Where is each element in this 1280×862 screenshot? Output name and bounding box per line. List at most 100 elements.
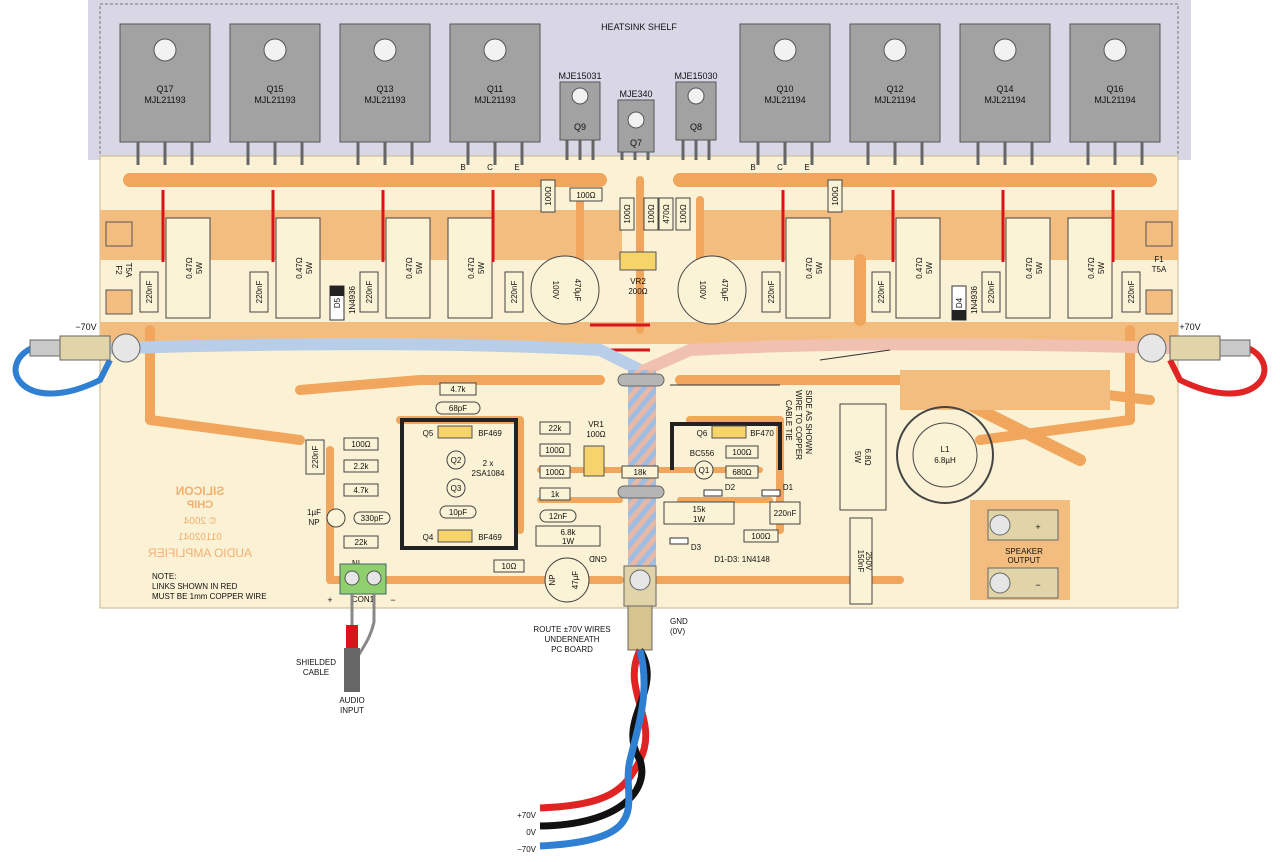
svg-text:BF469: BF469	[478, 429, 502, 438]
svg-text:470µF: 470µF	[573, 279, 582, 302]
svg-text:5W: 5W	[1097, 262, 1106, 274]
svg-text:1W: 1W	[693, 515, 705, 524]
svg-text:470µF: 470µF	[720, 279, 729, 302]
svg-text:220nF: 220nF	[1127, 281, 1136, 304]
svg-text:100Ω: 100Ω	[545, 446, 564, 455]
svg-text:100Ω: 100Ω	[576, 191, 595, 200]
svg-text:SPEAKER: SPEAKER	[1005, 547, 1043, 556]
svg-text:0.47Ω: 0.47Ω	[467, 257, 476, 279]
cable-tie-1	[617, 373, 665, 387]
shielded-audio-cable: SHIELDED CABLE AUDIO INPUT	[296, 594, 376, 715]
svg-text:D2: D2	[725, 483, 736, 492]
svg-text:F1: F1	[1154, 255, 1164, 264]
svg-text:PC BOARD: PC BOARD	[551, 645, 593, 654]
svg-text:GND: GND	[670, 617, 688, 626]
board-copper-markings: SILICON CHIP © 2004 01102041 AUDIO AMPLI…	[148, 484, 252, 560]
svg-text:100Ω: 100Ω	[647, 204, 656, 223]
svg-text:5W: 5W	[815, 262, 824, 274]
svg-text:MJL21194: MJL21194	[984, 95, 1025, 105]
svg-text:Q3: Q3	[451, 484, 462, 493]
emitter-resistors-right: 0.47Ω 5W 0.47Ω 5W 0.47Ω 5W 0.47Ω 5W	[785, 217, 1113, 319]
svg-text:0.47Ω: 0.47Ω	[805, 257, 814, 279]
svg-text:220nF: 220nF	[255, 281, 264, 304]
svg-text:Q10: Q10	[776, 84, 793, 94]
electrolytic-cap-left: 100V 470µF	[530, 255, 600, 325]
svg-text:100Ω: 100Ω	[544, 186, 553, 205]
driver-resistors: 100Ω 100Ω 100Ω 100Ω 470Ω 100Ω 100Ω	[540, 179, 843, 231]
svg-text:2 x: 2 x	[483, 459, 494, 468]
transistor-q12: Q12 MJL21194	[849, 23, 941, 143]
svg-text:MJL21194: MJL21194	[874, 95, 915, 105]
svg-text:6.8Ω: 6.8Ω	[863, 448, 872, 465]
svg-text:0.47Ω: 0.47Ω	[185, 257, 194, 279]
svg-text:330pF: 330pF	[361, 514, 384, 523]
transistor-q15: Q15 MJL21193	[229, 23, 321, 143]
svg-text:0.47Ω: 0.47Ω	[915, 257, 924, 279]
q10-c-label: C	[777, 163, 783, 172]
ground-terminal: ROUTE ±70V WIRES UNDERNEATH PC BOARD GND…	[533, 565, 688, 654]
svg-text:Q12: Q12	[886, 84, 903, 94]
svg-text:F2: F2	[114, 265, 123, 275]
transistor-q14: Q14 MJL21194	[959, 23, 1051, 143]
svg-text:CABLE: CABLE	[303, 668, 329, 677]
svg-text:VR2: VR2	[630, 277, 646, 286]
negative-supply-terminal: −70V	[12, 322, 141, 397]
svg-text:MJE15031: MJE15031	[558, 71, 601, 81]
svg-text:5W: 5W	[305, 262, 314, 274]
svg-text:MJL21194: MJL21194	[764, 95, 805, 105]
svg-text:5W: 5W	[415, 262, 424, 274]
heatsink-label: HEATSINK SHELF	[601, 22, 677, 32]
fuse-f2: F2 T5A	[105, 221, 133, 315]
svg-text:200Ω: 200Ω	[628, 287, 647, 296]
output-transistors-right: Q10 MJL21194 Q12 MJL21194 Q14 MJL21194 Q…	[739, 23, 1161, 143]
transistor-q16: Q16 MJL21194	[1069, 23, 1161, 143]
svg-text:OUTPUT: OUTPUT	[1008, 556, 1041, 565]
svg-text:0V: 0V	[526, 828, 536, 837]
svg-text:ROUTE ±70V WIRES: ROUTE ±70V WIRES	[533, 625, 610, 634]
svg-text:−: −	[390, 595, 395, 605]
svg-text:15k: 15k	[693, 505, 707, 514]
svg-text:4.7k: 4.7k	[353, 486, 369, 495]
svg-text:Q6: Q6	[697, 429, 708, 438]
svg-text:MJE340: MJE340	[619, 89, 652, 99]
svg-text:5W: 5W	[1035, 262, 1044, 274]
svg-text:LINKS SHOWN IN RED: LINKS SHOWN IN RED	[152, 582, 238, 591]
emitter-resistors-left: 0.47Ω 5W 0.47Ω 5W 0.47Ω 5W 0.47Ω 5W	[165, 217, 493, 319]
input-connector-con1: IN CON1 + −	[327, 558, 395, 605]
svg-text:250V: 250V	[864, 552, 873, 571]
svg-text:0.47Ω: 0.47Ω	[405, 257, 414, 279]
twisted-power-lead: +70V 0V −70V	[517, 648, 651, 854]
svg-text:MJE15030: MJE15030	[674, 71, 717, 81]
transistor-q11: Q11 MJL21193	[449, 23, 541, 143]
svg-text:Q17: Q17	[156, 84, 173, 94]
svg-text:NP: NP	[308, 518, 319, 527]
svg-text:Q7: Q7	[630, 138, 642, 148]
diode-d4: D4 1N4936	[951, 285, 979, 321]
q11-b-label: B	[460, 163, 465, 172]
speaker-output-terminals: + − SPEAKER OUTPUT	[987, 509, 1059, 599]
svg-text:5W: 5W	[925, 262, 934, 274]
plus-70v-label: +70V	[1179, 322, 1200, 332]
svg-text:BF470: BF470	[750, 429, 774, 438]
svg-text:MJL21193: MJL21193	[254, 95, 295, 105]
svg-text:2.2k: 2.2k	[353, 462, 369, 471]
transistor-q10: Q10 MJL21194	[739, 23, 831, 143]
svg-text:1N4936: 1N4936	[348, 285, 357, 314]
svg-text:10Ω: 10Ω	[502, 562, 517, 571]
svg-text:100Ω: 100Ω	[623, 204, 632, 223]
svg-text:22k: 22k	[549, 424, 563, 433]
svg-text:10pF: 10pF	[449, 508, 467, 517]
output-transistors-left: Q17 MJL21193 Q15 MJL21193 Q13 MJL21193 Q…	[119, 23, 541, 143]
q10-e-label: E	[804, 163, 809, 172]
svg-text:AUDIO: AUDIO	[339, 696, 364, 705]
svg-text:Q5: Q5	[423, 429, 434, 438]
svg-text:5W: 5W	[853, 451, 862, 463]
svg-text:© 2004: © 2004	[183, 516, 216, 527]
svg-text:100Ω: 100Ω	[351, 440, 370, 449]
svg-text:Q2: Q2	[451, 456, 462, 465]
svg-text:4.7k: 4.7k	[450, 385, 466, 394]
q10-b-label: B	[750, 163, 755, 172]
driver-transistor-q8: MJE15030 Q8	[674, 71, 718, 141]
electrolytic-cap-right: 100V 470µF	[677, 255, 747, 325]
